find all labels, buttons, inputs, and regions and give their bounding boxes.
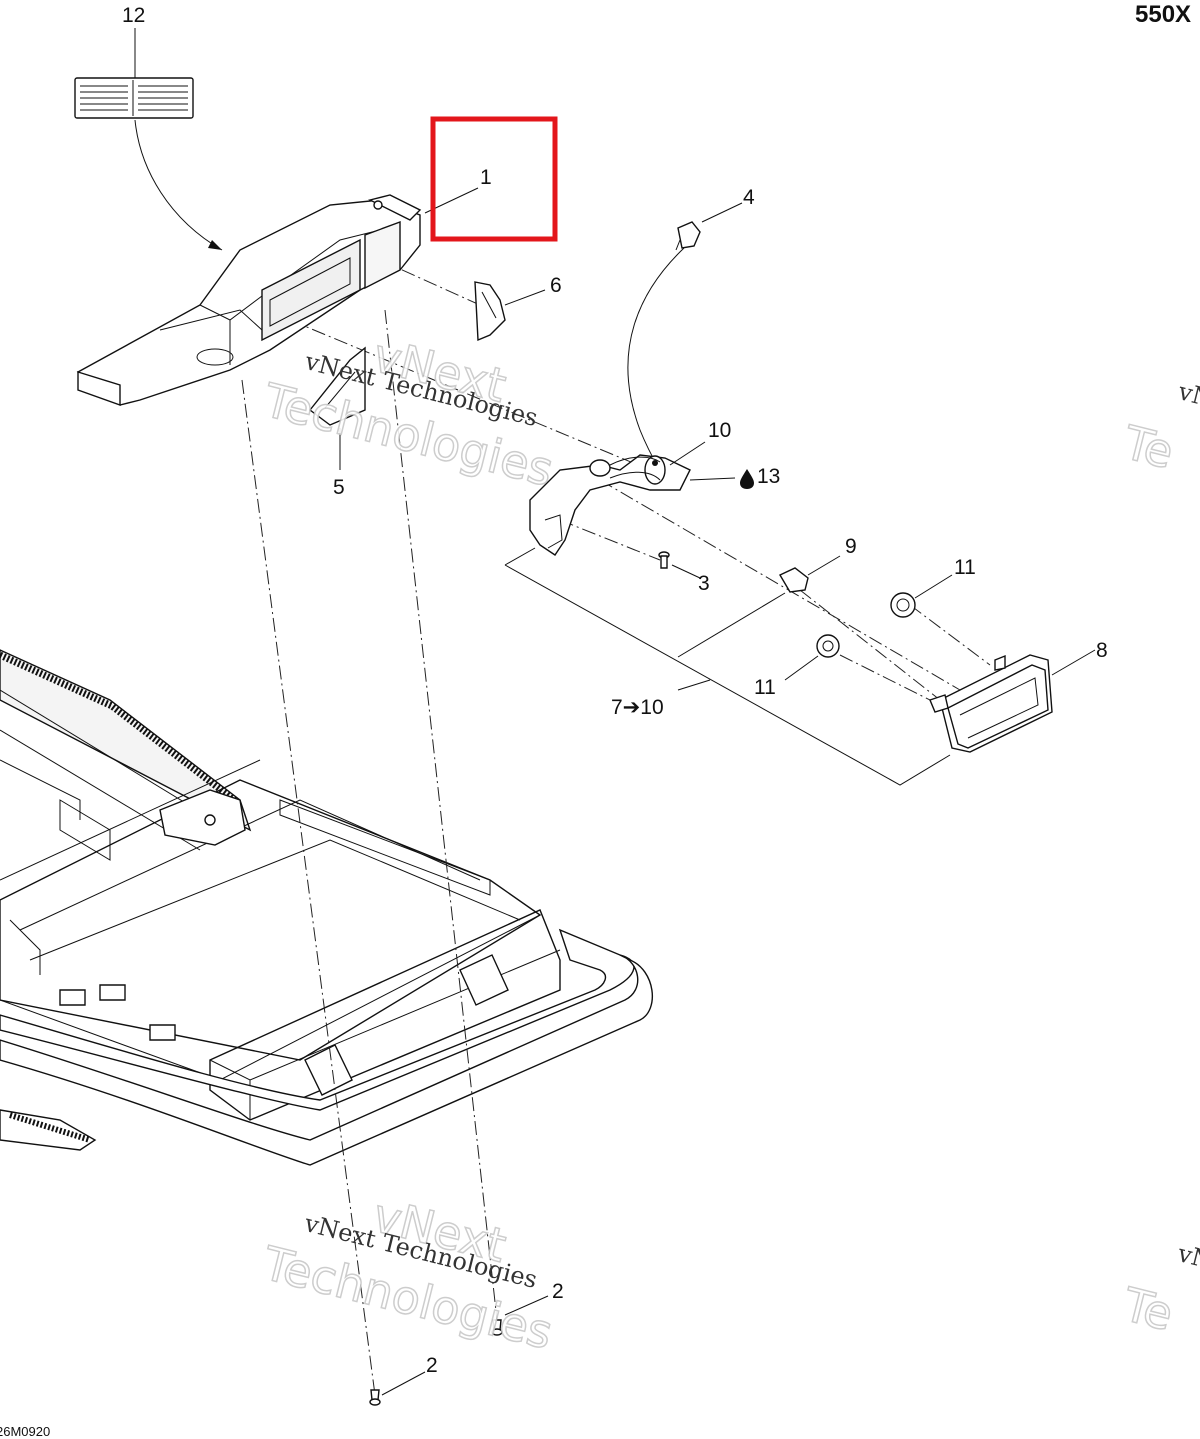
callout-1: 1 bbox=[480, 166, 492, 189]
grommet-part-11-lower bbox=[784, 634, 840, 681]
callout-8: 8 bbox=[1096, 639, 1108, 662]
reflector-part-6 bbox=[474, 281, 546, 342]
callout-13: 13 bbox=[757, 465, 780, 488]
watermark-edge-lower: vN Te bbox=[1116, 1239, 1200, 1342]
sealant-drop-icon bbox=[740, 469, 754, 489]
callout-3: 3 bbox=[698, 572, 710, 595]
group-outline-7-10 bbox=[504, 547, 951, 786]
assembly-lines bbox=[241, 259, 991, 1396]
callout-12: 12 bbox=[122, 4, 145, 27]
callout-5: 5 bbox=[333, 476, 345, 499]
watermark-bottom: vNext vNext Technologies Technologies bbox=[256, 1187, 558, 1360]
watermark-center: vNext vNext Technologies Technologies bbox=[257, 327, 559, 497]
screw-part-2-left bbox=[369, 1371, 426, 1406]
callout-9: 9 bbox=[845, 535, 857, 558]
reflector-part-5 bbox=[309, 346, 366, 470]
tail-light-part-8 bbox=[929, 649, 1096, 753]
bulb-part-9 bbox=[779, 555, 841, 593]
bracket-assembly-part-10 bbox=[529, 441, 736, 556]
highlight-box bbox=[430, 116, 558, 242]
callout-11-lower: 11 bbox=[754, 676, 776, 699]
callout-2-left: 2 bbox=[426, 1354, 438, 1377]
decal-part-12 bbox=[74, 28, 223, 251]
rear-cover-part-1 bbox=[76, 187, 479, 406]
watermark-text: Te bbox=[1118, 415, 1179, 479]
grommet-part-11-upper bbox=[890, 574, 953, 618]
callout-4: 4 bbox=[743, 186, 755, 209]
screw-part-3 bbox=[658, 551, 701, 579]
callout-7-to-10: 7➔10 bbox=[611, 696, 664, 719]
watermark-text: Te bbox=[1117, 1277, 1178, 1341]
drawing-reference: 26M0920 bbox=[0, 1424, 50, 1439]
watermark-text: vN bbox=[1175, 377, 1200, 413]
callout-6: 6 bbox=[550, 274, 562, 297]
screw-part-2-right bbox=[491, 1295, 549, 1336]
model-label: 550X bbox=[1135, 1, 1191, 28]
callout-2-right: 2 bbox=[552, 1280, 564, 1303]
watermark-text: vN bbox=[1174, 1239, 1200, 1275]
watermark-edge-upper: vN Te bbox=[1117, 377, 1200, 480]
callout-10: 10 bbox=[708, 419, 731, 442]
chassis-frame bbox=[0, 649, 654, 1166]
callout-11-upper: 11 bbox=[954, 556, 976, 579]
